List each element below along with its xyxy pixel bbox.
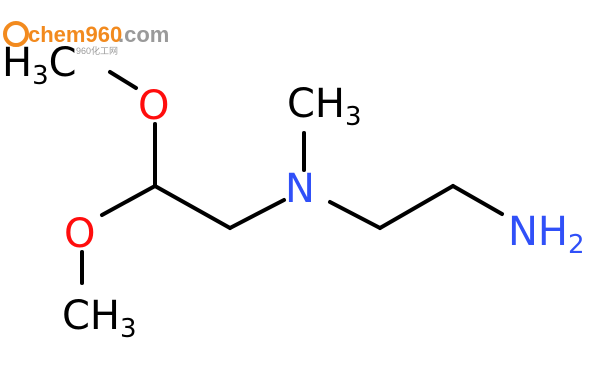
watermark-logo: chem960 .com 960化工网	[3, 21, 169, 56]
bond-ch3-o-top	[108, 70, 138, 90]
bond-ch2-n	[228, 198, 286, 230]
watermark-suffix: .com	[118, 22, 169, 47]
bond-n-ch2	[328, 200, 382, 230]
logo-c-mark	[3, 21, 29, 47]
atom-oxygen-top: O	[138, 83, 169, 129]
atom-ch3-top: H3C	[2, 40, 77, 91]
atom-oxygen-bottom: O	[64, 211, 95, 257]
atom-ch3-n: CH3	[287, 81, 362, 132]
bond-ch2-nh2	[451, 184, 504, 216]
watermark-brand: chem960	[28, 22, 122, 47]
bond-ch-o-bottom	[100, 184, 157, 217]
bond-group	[80, 70, 504, 285]
atom-ch3-bottom: CH3	[62, 293, 137, 344]
bond-ch-ch2	[153, 184, 232, 230]
atom-nitrogen: N	[285, 166, 315, 212]
bond-ch2-ch2	[378, 184, 455, 230]
atom-nh2: NH2	[508, 209, 585, 260]
watermark-tagline: 960化工网	[76, 45, 118, 56]
